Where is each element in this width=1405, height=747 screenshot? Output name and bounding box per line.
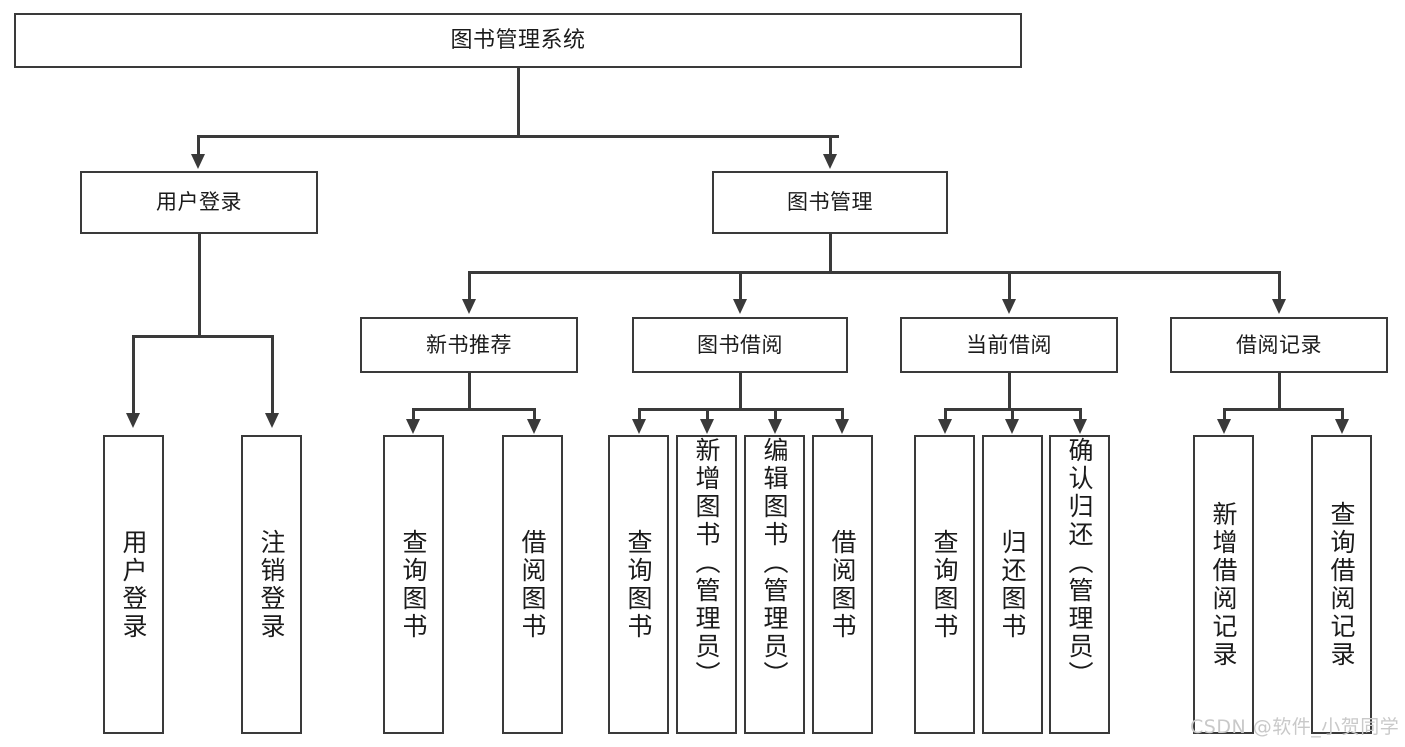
node-label: 查询图书 (624, 528, 653, 641)
node-root-library-system[interactable]: 图书管理系统 (14, 13, 1022, 68)
connector-root-bus (197, 135, 839, 138)
node-label: 用户登录 (156, 190, 242, 215)
leaf-br-add-record[interactable]: 新增借阅记录 (1193, 435, 1254, 734)
arrow-to-ul-leaf2 (265, 413, 279, 428)
connector-cb-stem (1008, 373, 1011, 408)
connector-drop-bb-1 (638, 408, 641, 420)
leaf-cb-confirm-return-admin[interactable]: 确认归还（管理员） (1049, 435, 1110, 734)
connector-drop-l3-3 (1008, 271, 1011, 301)
connector-drop-nbr-1 (412, 408, 415, 420)
node-label: 借阅记录 (1236, 332, 1322, 357)
node-label: 查询图书 (399, 528, 428, 641)
connector-drop-nbr-2 (533, 408, 536, 420)
leaf-nbr-borrow-book[interactable]: 借阅图书 (502, 435, 563, 734)
connector-bb-stem (739, 373, 742, 408)
node-current-borrow[interactable]: 当前借阅 (900, 317, 1118, 373)
leaf-user-login[interactable]: 用户登录 (103, 435, 164, 734)
connector-drop-bb-3 (774, 408, 777, 420)
node-label: 注销登录 (257, 528, 286, 641)
node-book-borrow[interactable]: 图书借阅 (632, 317, 848, 373)
node-label: 新增图书（管理员） (692, 437, 721, 689)
arrow-to-bb-leaf3 (768, 419, 782, 434)
leaf-bb-borrow-book[interactable]: 借阅图书 (812, 435, 873, 734)
arrow-to-br-leaf2 (1335, 419, 1349, 434)
connector-br-stem (1278, 373, 1281, 408)
arrow-to-nbr-leaf1 (406, 419, 420, 434)
node-label: 查询图书 (930, 528, 959, 641)
connector-user-login-stem (198, 234, 201, 335)
connector-bm-stem (829, 234, 832, 271)
leaf-bb-edit-book-admin[interactable]: 编辑图书（管理员） (744, 435, 805, 734)
node-label: 归还图书 (998, 528, 1027, 641)
connector-drop-cb-3 (1079, 408, 1082, 420)
connector-drop-l3-2 (739, 271, 742, 301)
node-label: 新增借阅记录 (1209, 500, 1238, 669)
arrow-to-bb-leaf4 (835, 419, 849, 434)
leaf-cb-query-book[interactable]: 查询图书 (914, 435, 975, 734)
leaf-logout[interactable]: 注销登录 (241, 435, 302, 734)
leaf-cb-return-book[interactable]: 归还图书 (982, 435, 1043, 734)
arrow-to-ul-leaf1 (126, 413, 140, 428)
node-label: 用户登录 (119, 528, 148, 641)
node-borrow-record[interactable]: 借阅记录 (1170, 317, 1388, 373)
arrow-to-user-login (191, 154, 205, 169)
arrow-to-cb-leaf2 (1005, 419, 1019, 434)
connector-br-bus (1223, 408, 1343, 411)
node-label: 新书推荐 (426, 332, 512, 357)
arrow-to-br-leaf1 (1217, 419, 1231, 434)
node-user-login[interactable]: 用户登录 (80, 171, 318, 234)
connector-bb-bus (638, 408, 842, 411)
connector-drop-br-2 (1341, 408, 1344, 420)
connector-drop-l3-4 (1278, 271, 1281, 301)
arrow-to-cb-leaf3 (1073, 419, 1087, 434)
connector-drop-bb-2 (706, 408, 709, 420)
connector-drop-user-login (197, 135, 200, 156)
connector-drop-l3-1 (468, 271, 471, 301)
csdn-watermark: CSDN @软件_小贺同学 (1190, 716, 1400, 738)
connector-drop-bb-4 (841, 408, 844, 420)
arrow-to-bb-leaf1 (632, 419, 646, 434)
node-label: 图书借阅 (697, 332, 783, 357)
connector-drop-ul-leaf2 (271, 335, 274, 415)
node-new-book-recommend[interactable]: 新书推荐 (360, 317, 578, 373)
leaf-nbr-query-book[interactable]: 查询图书 (383, 435, 444, 734)
node-label: 确认归还（管理员） (1065, 437, 1094, 689)
arrow-to-current-borrow (1002, 299, 1016, 314)
leaf-br-query-record[interactable]: 查询借阅记录 (1311, 435, 1372, 734)
node-label: 编辑图书（管理员） (760, 437, 789, 689)
connector-nbr-bus (412, 408, 536, 411)
node-label: 当前借阅 (966, 332, 1052, 357)
arrow-to-book-borrow (733, 299, 747, 314)
arrow-to-nbr-leaf2 (527, 419, 541, 434)
connector-drop-ul-leaf1 (132, 335, 135, 415)
arrow-to-bb-leaf2 (700, 419, 714, 434)
arrow-to-borrow-record (1272, 299, 1286, 314)
connector-user-login-bus (132, 335, 274, 338)
node-label: 查询借阅记录 (1327, 500, 1356, 669)
connector-drop-cb-1 (944, 408, 947, 420)
connector-drop-book-mgmt (829, 135, 832, 156)
connector-bm-bus (468, 271, 1280, 274)
connector-root-stem (517, 68, 520, 135)
arrow-to-cb-leaf1 (938, 419, 952, 434)
connector-drop-br-1 (1223, 408, 1226, 420)
node-label: 借阅图书 (518, 528, 547, 641)
node-label: 借阅图书 (828, 528, 857, 641)
arrow-to-new-book (462, 299, 476, 314)
node-book-management[interactable]: 图书管理 (712, 171, 948, 234)
arrow-to-book-mgmt (823, 154, 837, 169)
leaf-bb-add-book-admin[interactable]: 新增图书（管理员） (676, 435, 737, 734)
connector-nbr-stem (468, 373, 471, 408)
connector-drop-cb-2 (1011, 408, 1014, 420)
node-label: 图书管理系统 (450, 27, 586, 53)
node-label: 图书管理 (787, 190, 873, 215)
leaf-bb-query-book[interactable]: 查询图书 (608, 435, 669, 734)
